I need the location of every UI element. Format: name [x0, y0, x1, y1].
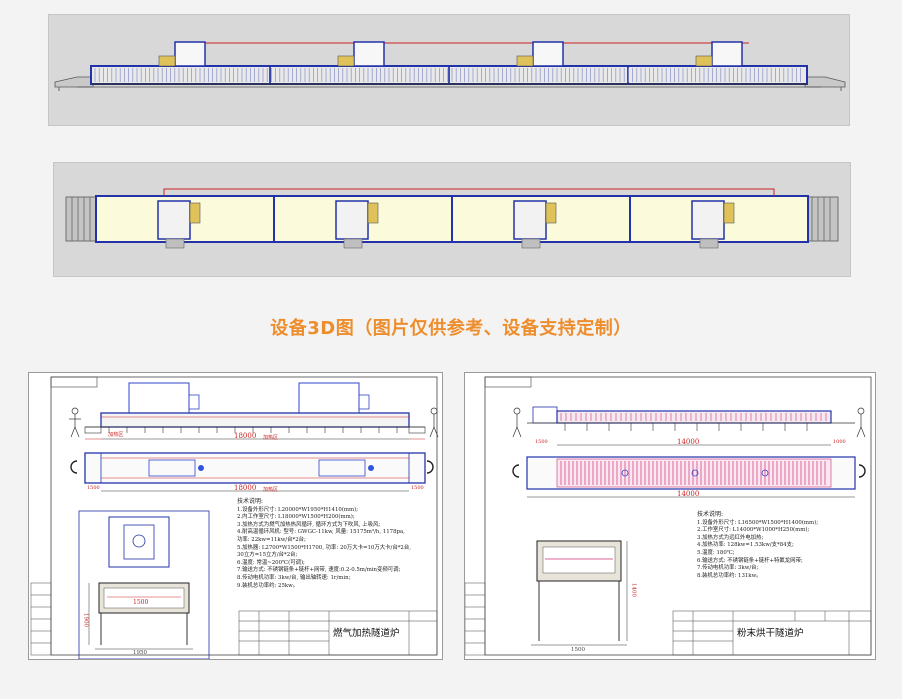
note-line: 7.传动电机功率: 3kw/台; [697, 565, 759, 572]
heater-box-2 [337, 41, 385, 67]
operator-figure-right [429, 407, 439, 438]
zone-label: 加热区 [108, 432, 124, 438]
plan-zone-label: 加热区 [263, 487, 279, 493]
zone-label-2: 加热区 [263, 435, 279, 441]
heater-box-3 [516, 41, 564, 67]
note-line: 6.输送方式: 不锈钢链条+链杆+特氟龙网带; [697, 557, 803, 564]
return-duct [163, 188, 775, 196]
note-line: 8.传动电机功率: 3kw/台, 输出轴转速: 1r/min; [237, 574, 351, 581]
outlet-dimension-label: 1000 [833, 439, 846, 445]
note-line: 5.加热器: L2700*W1500*H1700, 功率: 20万大卡=10万大… [237, 544, 411, 551]
note-line: 1.设备外形尺寸: L20000*W1950*H1410(mm); [237, 506, 359, 513]
length-dimension-label: 18000 [234, 432, 257, 440]
note-line: 1.设备外形尺寸: L16500*W1500*H1400(mm); [697, 519, 819, 526]
heater-box-4 [695, 41, 743, 67]
turn-arrows [70, 460, 434, 474]
section-height-label: 1900 [82, 613, 89, 627]
operator-figure-left [512, 407, 522, 438]
turn-arrows [512, 464, 866, 478]
length-dimension-label: 14000 [677, 438, 700, 446]
note-line: 2.内工作室尺寸: L18000*W1500*H200(mm); [237, 514, 355, 521]
note-line: 5.温度: 180℃; [697, 549, 735, 556]
heater-unit-3 [513, 200, 557, 249]
note-line: 30立方=15立方/台*2台; [237, 552, 298, 559]
inlet-conveyor [54, 76, 94, 91]
technical-notes: 技术说明: 1.设备外形尺寸: L16500*W1500*H1400(mm); … [697, 511, 818, 580]
note-line: 4.耐高温循环风机: 型号: GWGC-11kw, 风量: 15175m³/h,… [237, 529, 405, 536]
technical-notes: 技术说明: 1.设备外形尺寸: L20000*W1950*H1410(mm); … [237, 498, 411, 590]
notes-heading: 技术说明: [697, 511, 724, 518]
note-line: 3.加热方式为远红外电加热; [697, 534, 764, 541]
outlet-dimension-label: 1500 [411, 485, 424, 491]
note-line: 7.输送方式: 不锈钢链条+链杆+网带, 速度:0.2-0.5m/min变频可调… [237, 567, 401, 574]
heater-unit-2 [335, 200, 379, 249]
plan-length-label: 14000 [677, 490, 700, 498]
section-height-label: 1400 [630, 583, 637, 597]
tunnel-roof [95, 195, 809, 243]
notes-heading: 技术说明: [237, 498, 264, 505]
note-line: 2.工作室尺寸: L14000*W1000*H250(mm); [697, 527, 810, 534]
section-width-label: 1500 [571, 647, 585, 653]
section-width-label: 1500 [133, 599, 149, 606]
powder-drying-oven-drawing: 14000 14000 1500 1000 1500 1400 技术说明: 1.… [464, 372, 876, 660]
plan-view [84, 452, 426, 492]
title-block [238, 610, 438, 656]
drawing-title: 燃气加热隧道炉 [333, 628, 400, 639]
inlet-dimension-label: 1500 [87, 485, 100, 491]
plan-length-label: 18000 [234, 484, 257, 492]
section-bottom-label: 1950 [133, 650, 147, 656]
cross-section-view [78, 510, 210, 659]
heater-unit-1 [157, 200, 201, 249]
inlet-rollers [65, 196, 99, 242]
note-line: 功率: 22kw=11kw/台*2台; [237, 536, 306, 543]
note-line: 3.加热方式为燃气加热热风循环, 循环方式为下吹风, 上吸风; [237, 521, 381, 528]
note-line: 6.温度: 常温~200℃(可调); [237, 559, 305, 566]
operator-figure-right [856, 407, 866, 438]
elevation-view [84, 382, 426, 434]
heater-box-1 [158, 41, 206, 67]
outlet-conveyor [804, 76, 846, 91]
margin-cells [30, 582, 52, 656]
tunnel-body [90, 65, 808, 85]
elevation-view [527, 406, 855, 431]
cross-section-view [531, 540, 628, 646]
heater-unit-4 [691, 200, 735, 249]
drawing-title: 粉末烘干隧道炉 [737, 628, 804, 639]
outlet-rollers [805, 196, 839, 242]
operator-figure-left [69, 407, 81, 438]
note-line: 8.装机总功率约: 131kw。 [697, 572, 762, 579]
plan-view [526, 456, 856, 498]
title-block [672, 610, 872, 656]
note-line: 4.加热功率: 128kw=1.53kw/支*84支; [697, 542, 794, 549]
equipment-3d-side-view [48, 14, 850, 126]
inlet-dimension-label: 1500 [535, 439, 548, 445]
section-caption: 设备3D图（图片仅供参考、设备支持定制） [270, 318, 632, 339]
gas-tunnel-oven-drawing: 加热区 18000 加热区 18000 加热区 1500 1500 1500 1… [28, 372, 443, 660]
equipment-3d-top-view [53, 162, 851, 277]
margin-cells [465, 582, 486, 656]
note-line: 9.装机总功率约: 25kw。 [237, 582, 299, 589]
